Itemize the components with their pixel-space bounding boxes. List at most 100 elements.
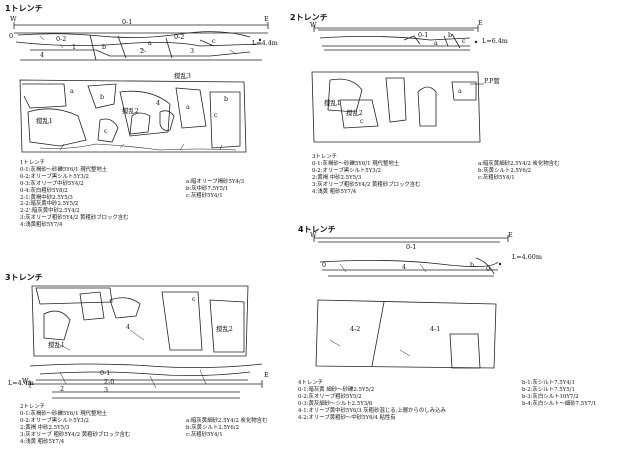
- trench1-plan-drawing: [19, 79, 247, 153]
- trench2-legend-entry: 0-2:オリーブ黒シルト5Y3/2: [312, 167, 381, 174]
- trench1-legend-title: 1トレンチ: [20, 160, 45, 166]
- trench3-legend-entry: b:灰黄シルト2.5Y6/2: [186, 424, 240, 431]
- trench2-legend-entry: 2:黄褐 中砂2.5Y5/3: [312, 174, 362, 181]
- trench3-legend-entry: 2:黄褐 中砂2.5Y5/3: [20, 424, 70, 431]
- trench1-section-label: 0-1: [122, 18, 133, 26]
- trench3-plan-label: 4: [126, 323, 131, 331]
- trench2-west-label: W: [310, 21, 317, 29]
- trench3-legend-title: 2トレンチ: [20, 404, 45, 410]
- trench2-plan-drawing: [311, 71, 484, 143]
- trench4-section-label: 0: [486, 265, 491, 273]
- trench1-section-label: 2: [140, 47, 145, 55]
- trench1-section-label: 3: [190, 47, 195, 55]
- trench1-east-label: E: [264, 15, 269, 23]
- trench4-section-label: b: [470, 261, 475, 269]
- trench2-east-label: E: [478, 19, 483, 27]
- trench1-disturbance-label: 撹乱3: [174, 72, 191, 80]
- trench3-elevation: L=4.4m: [8, 379, 34, 387]
- trench3-legend: 2トレンチ 0-1:灰褐砂～砂礫5Y6/1 現代整地土 0-2:オリーブ黒シルト…: [20, 404, 130, 445]
- trench1-legend-entry: 2-2:暗灰黄中砂2.5Y5/2: [20, 201, 79, 208]
- trench3-section-label: 2: [60, 385, 65, 393]
- trench3-legend-entry: c:灰粗砂5Y4/1: [186, 431, 223, 438]
- trench1-heading: 1トレンチ: [5, 4, 43, 13]
- trench1-plan-label: 撹乱2: [122, 107, 139, 115]
- trench2-legend-entry: a:暗灰黄細砂2.5Y4/2 炭化物含む: [478, 161, 560, 167]
- trench3-legend-entry: 4:浅黄 粗砂5Y7/4: [20, 438, 65, 445]
- trench3-section-label: 0-1: [100, 369, 111, 377]
- trench4-legend-entry: b-4:灰白シルト～細砂7.5Y7/1: [522, 400, 597, 407]
- trench1-legend-entry: 0-2:オリーブ黒シルト5Y3/2: [20, 173, 89, 180]
- trench1-legend-entry: c:灰粗砂5Y4/1: [186, 192, 223, 199]
- trench1-section-label: 0-2: [56, 35, 67, 43]
- trench3-legend-entry: a:暗灰黄細砂2.5Y4/2 炭化物含む: [186, 418, 268, 424]
- trench1-section-label: 1: [72, 43, 77, 51]
- trench4-legend: 4トレンチ 0-1:暗灰黄 細砂～砂礫2.5Y5/2 0-2:灰オリーブ粗砂5Y…: [298, 380, 446, 421]
- trench2-legend-entry: 0-1:灰褐砂～砂礫5Y6/1 現代整地土: [312, 160, 400, 167]
- trench2-elevation: L=6.4m: [482, 37, 508, 45]
- trench4-legend-entry: b-3:灰白シルト10Y7/2: [522, 393, 579, 400]
- trench1-section-label: 4: [40, 51, 45, 59]
- trench1-legend-entry: 0-1:灰褐砂～砂礫5Y6/1 現代整地土: [20, 166, 108, 173]
- trench2-section-label: b: [448, 31, 453, 39]
- trench2-legend-entry: b:灰黄シルト2.5Y6/2: [478, 167, 532, 174]
- trench4-legend-entry: b-1:灰シルト7.5Y4/1: [522, 380, 575, 386]
- trench3-east-label: E: [264, 371, 269, 379]
- trench4-legend-title: 4トレンチ: [298, 380, 323, 386]
- trench1-section-label: 0: [9, 32, 14, 40]
- trench4-section-label: 4: [402, 263, 407, 271]
- trench1-section-label: 0-2: [174, 33, 185, 41]
- trench1-legend-entry: 2-1:黄褐中砂2.5Y5/3: [20, 194, 73, 201]
- trench4-legend-entry: 4-2:オリーブ黄粗砂～中砂5Y6/4 粘性有: [298, 414, 396, 421]
- trench1-legend: 1トレンチ 0-1:灰褐砂～砂礫5Y6/1 現代整地土 0-2:オリーブ黒シルト…: [20, 160, 129, 229]
- trench4-elevation: L=4.60m: [512, 253, 542, 261]
- trench3-west-label: W: [22, 377, 29, 385]
- trench2-marker-dot: [474, 40, 478, 44]
- trench4-legend-entry: 0-2:灰オリーブ粗砂5Y5/2: [298, 393, 362, 400]
- trench1-plan-label: b: [100, 93, 105, 101]
- trench3-legend-right: a:暗灰黄細砂2.5Y4/2 炭化物含む b:灰黄シルト2.5Y6/2 c:灰粗…: [186, 418, 267, 439]
- trench2-section-label: a: [434, 39, 438, 47]
- trench4-plan-label: 4-1: [430, 325, 441, 333]
- trench2-section-label: 0-1: [418, 31, 429, 39]
- trench2-legend-entry: c:灰粗砂5Y4/1: [478, 174, 515, 181]
- trench1-section-label: a: [148, 39, 152, 47]
- trench4-legend-entry: 0-1:暗灰黄 細砂～砂礫2.5Y5/2: [298, 386, 375, 393]
- trench4-legend-entry: 4-1:オリーブ黄中砂5Y6/3 灰粗砂混じる,上層からのしみ込み: [298, 407, 446, 414]
- trench1-elevation: L=4.4m: [252, 39, 278, 47]
- trench1-plan-label: 撹乱1: [36, 117, 53, 125]
- trench2-legend-title: 3トレンチ: [312, 154, 337, 160]
- trench1-plan-label: c: [104, 127, 108, 135]
- trench1-legend-entry: a:暗オリーブ褐砂5Y4/3: [186, 179, 245, 185]
- trench3-heading: 3トレンチ: [5, 273, 43, 282]
- trench2-legend-entry: 4:浅黄 粗砂5Y7/4: [312, 188, 357, 195]
- trench2-plan-label: 撹乱2: [346, 109, 363, 117]
- trench4-section-label: 0: [322, 261, 327, 269]
- trench4-plan-label: 4-2: [350, 325, 361, 333]
- trench2-plan-label: a: [458, 87, 462, 95]
- trench1-legend-entry: 0-3:灰オリーブ中砂5Y4/2: [20, 180, 84, 187]
- trench4-plan-drawing: [315, 299, 497, 369]
- trench1-section-label: b: [102, 43, 107, 51]
- trench1-section-label: c: [212, 37, 216, 45]
- trench3-legend-entry: 3:灰オリーブ 粗砂5Y4/2 黄粗砂ブロック含む: [20, 431, 131, 438]
- trench4-section-label: 0-1: [406, 243, 417, 251]
- trench4-west-label: W: [310, 231, 317, 239]
- trench3-plan-label: 撹乱2: [216, 325, 233, 333]
- trench4-east-label: E: [508, 231, 513, 239]
- trench1-legend-right: a:暗オリーブ褐砂5Y4/3 b:灰中砂7.5Y5/1 c:灰粗砂5Y4/1: [186, 179, 244, 200]
- trench1-plan-label: 4: [156, 99, 161, 107]
- trench1-section-drawing: [13, 22, 269, 61]
- trench2-legend-entry: 3:灰オリーブ粗砂5Y4/2 黄粗砂ブロック含む: [312, 181, 421, 188]
- trench2-legend: 3トレンチ 0-1:灰褐砂～砂礫5Y6/1 現代整地土 0-2:オリーブ黒シルト…: [312, 154, 421, 195]
- trench4-legend-right: b-1:灰シルト7.5Y4/1 b-2:灰シルト7.5Y5/1 b-3:灰白シル…: [522, 380, 596, 408]
- trench4-legend-entry: b-2:灰シルト7.5Y5/1: [522, 386, 575, 393]
- trench2-plan-label: 撹乱1: [324, 99, 341, 107]
- trench1-legend-entry: 4:浅黄粗砂5Y7/4: [20, 222, 63, 229]
- trench1-plan-label: c: [214, 111, 218, 119]
- trench1-plan-label: a: [70, 87, 74, 95]
- trench3-plan-label: 撹乱1: [48, 341, 65, 349]
- trench1-legend-entry: 3:灰オリーブ粗砂5Y4/2 黄粗砂ブロック含む: [20, 215, 129, 222]
- trench3-section-label: 2-0: [104, 378, 115, 386]
- trench2-heading: 2トレンチ: [290, 13, 328, 22]
